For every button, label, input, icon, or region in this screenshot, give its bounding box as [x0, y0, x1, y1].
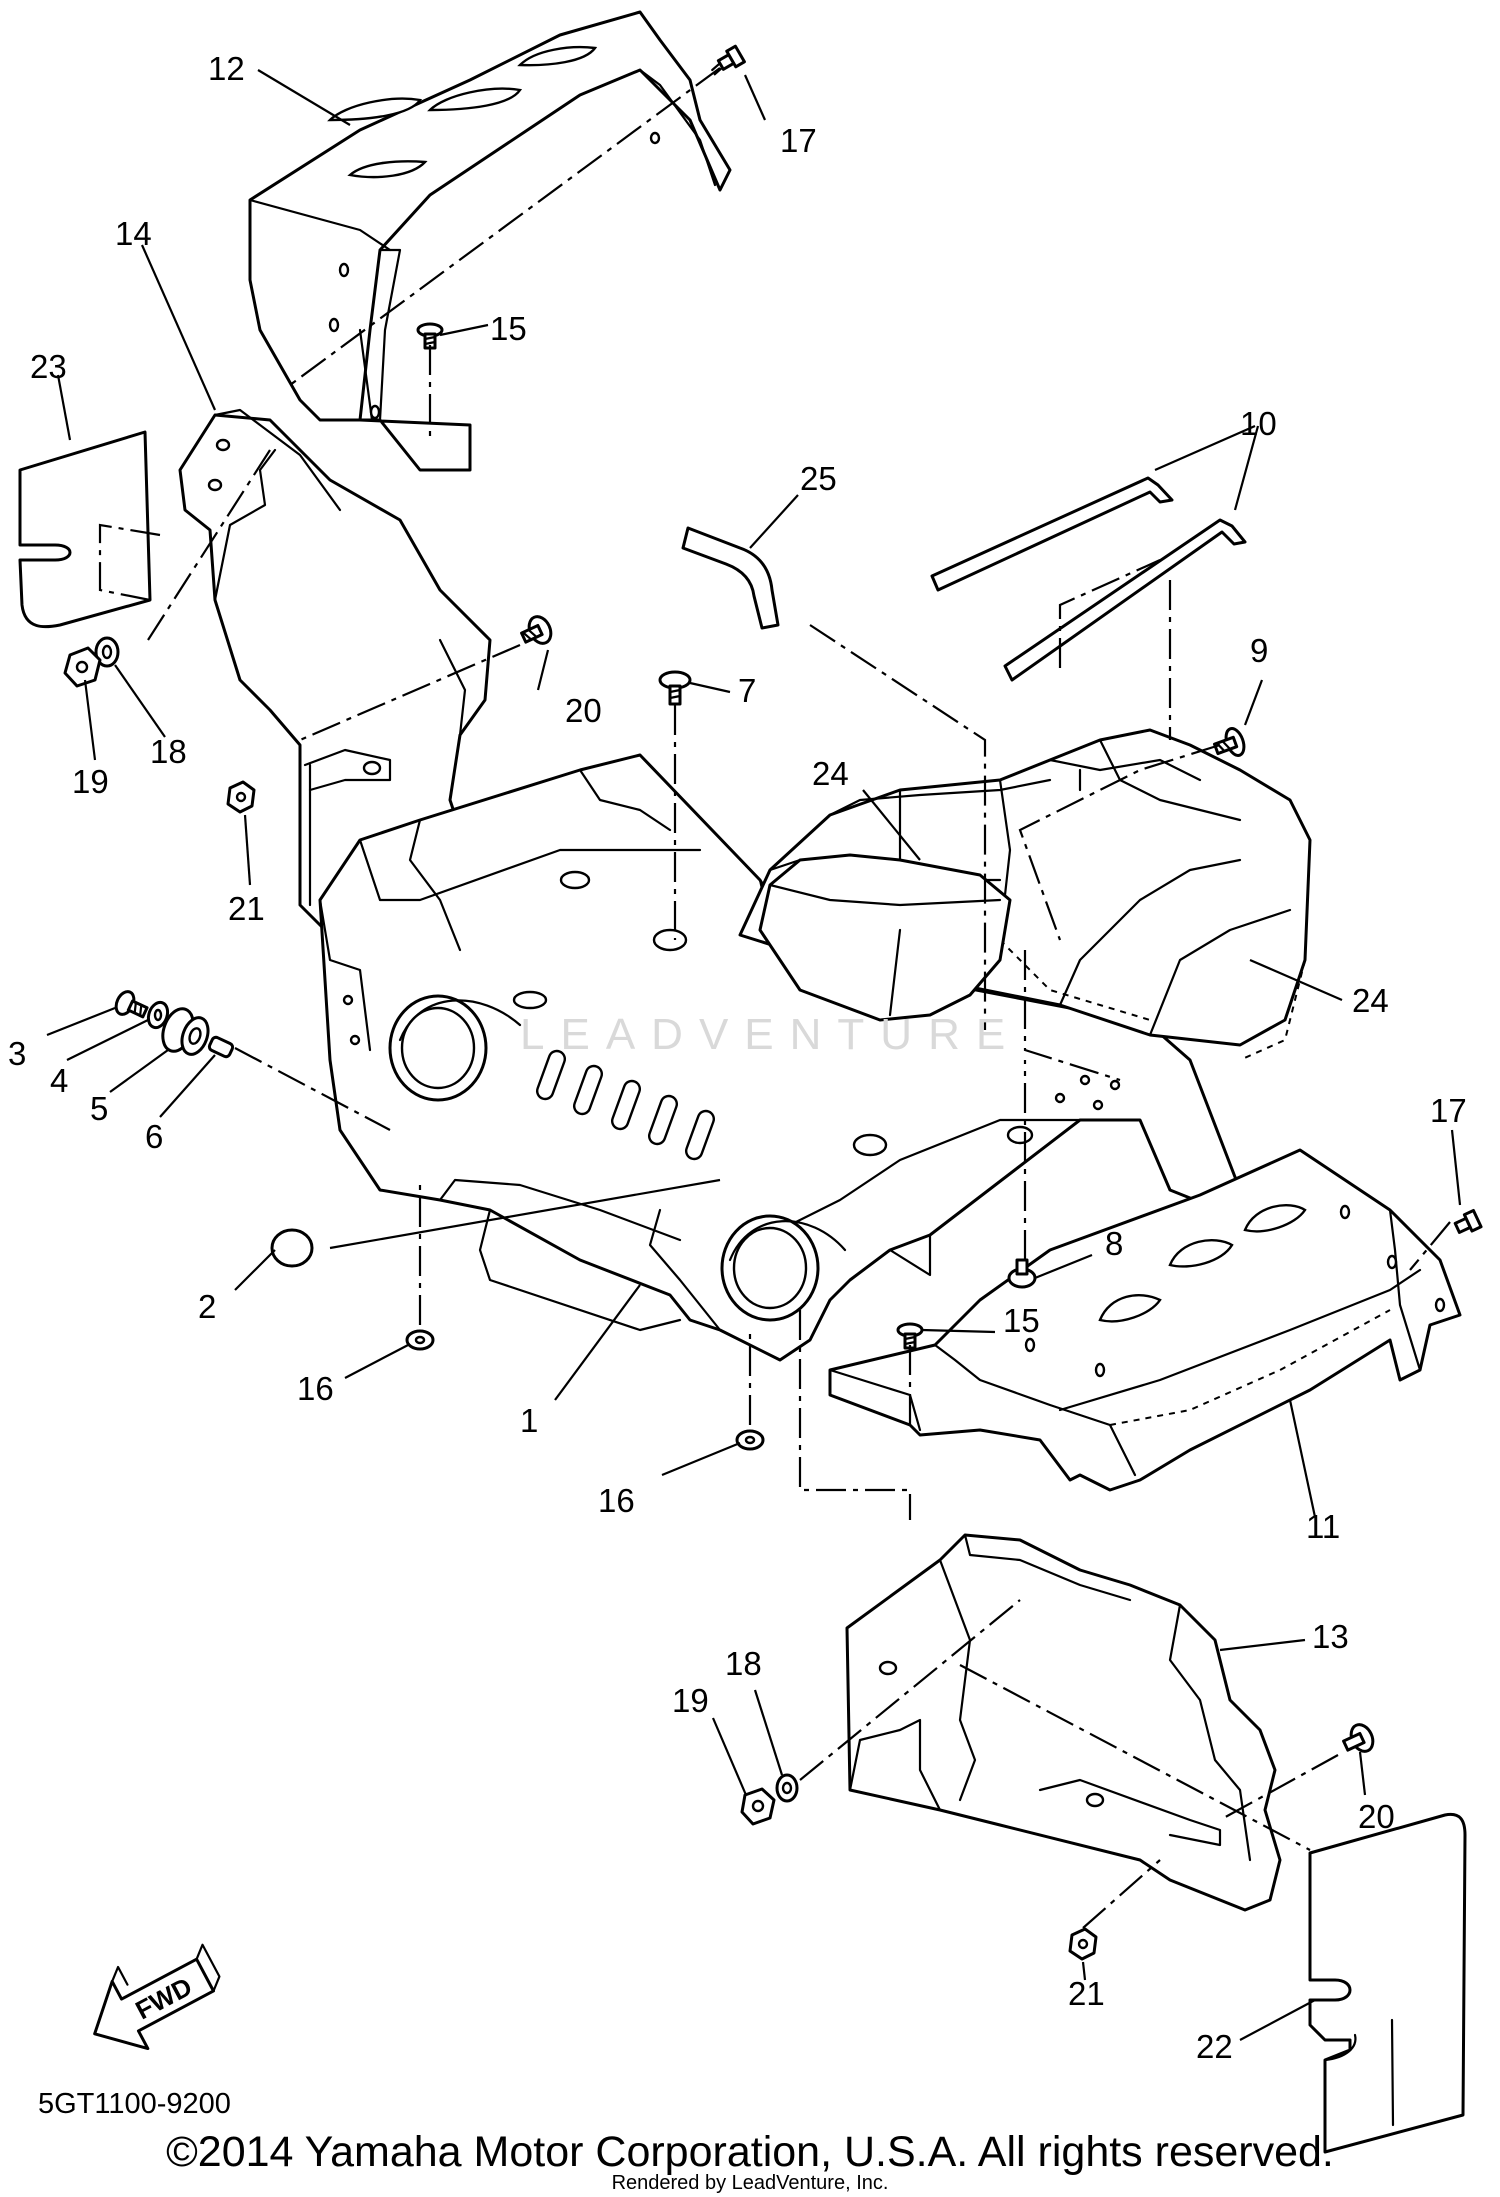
collar-6	[207, 1035, 235, 1059]
callout-16-left: 16	[297, 1370, 334, 1407]
part-23-left-plate	[18, 430, 152, 629]
catalog-number: 5GT1100-9200	[38, 2088, 231, 2120]
bolt-17-lower	[1453, 1208, 1483, 1234]
callout-8: 8	[1105, 1225, 1123, 1262]
part-11-right-fender	[828, 1148, 1462, 1492]
callout-11: 11	[1306, 1508, 1340, 1545]
callout-18-left: 18	[150, 733, 187, 770]
callout-1: 1	[520, 1402, 538, 1439]
callout-22: 22	[1196, 2028, 1233, 2065]
callout-6: 6	[145, 1118, 163, 1155]
cap-2	[270, 1228, 314, 1268]
part-25-strip	[681, 526, 780, 630]
callout-24-upper: 24	[812, 755, 849, 792]
callout-17-lower: 17	[1430, 1092, 1467, 1129]
callout-15-lower: 15	[1003, 1302, 1040, 1339]
rendered-by-text: Rendered by LeadVenture, Inc.	[611, 2172, 889, 2194]
callout-3: 3	[8, 1035, 26, 1072]
callout-18-right: 18	[725, 1645, 762, 1682]
callout-25: 25	[800, 460, 837, 497]
part-12-upper-fender	[248, 10, 732, 472]
callout-9: 9	[1250, 632, 1268, 669]
part-13-right-side-cover	[845, 1533, 1282, 1912]
bolt-17-upper	[711, 44, 746, 76]
callout-19-left: 19	[72, 763, 109, 800]
part-24-seat-cover	[738, 728, 1312, 1061]
callout-21-left: 21	[228, 890, 265, 927]
callout-14: 14	[115, 215, 152, 252]
callout-16-right: 16	[598, 1482, 635, 1519]
callout-20-left: 20	[565, 692, 602, 729]
callout-21-right: 21	[1068, 1975, 1105, 2012]
callout-10: 10	[1240, 405, 1277, 442]
part-10-strips	[930, 476, 1247, 682]
callout-7: 7	[738, 672, 756, 709]
bolt-3	[114, 990, 149, 1019]
bolt-20-right	[1342, 1723, 1375, 1753]
part-22-right-plate	[1308, 1812, 1467, 2154]
callout-labels: 12 17 14 15 23 10 25 7 9 20 18 19 24 21 …	[8, 50, 1467, 2065]
callout-15-upper: 15	[490, 310, 527, 347]
callout-24-right: 24	[1352, 982, 1389, 1019]
watermark-text: LEADVENTURE	[520, 1010, 1022, 1059]
callout-4: 4	[50, 1062, 68, 1099]
bolt-15-lower	[896, 1322, 924, 1350]
assembly-lines	[98, 67, 1451, 1929]
fasteners	[63, 44, 1483, 1961]
callout-13: 13	[1312, 1618, 1349, 1655]
bolt-9	[1212, 727, 1246, 757]
callout-12: 12	[208, 50, 245, 87]
leader-lines	[46, 69, 1462, 2041]
callout-20-right: 20	[1358, 1798, 1395, 1835]
callout-23: 23	[30, 348, 67, 385]
callout-17-upper: 17	[780, 122, 817, 159]
callout-5: 5	[90, 1090, 108, 1127]
callout-19-right: 19	[672, 1682, 709, 1719]
fwd-arrow-icon: FWD	[93, 1943, 221, 2051]
bolt-7	[658, 670, 692, 706]
bolt-20-left	[520, 615, 553, 645]
copyright-text: ©2014 Yamaha Motor Corporation, U.S.A. A…	[166, 2128, 1334, 2176]
bolt-15-upper	[416, 322, 444, 350]
callout-2: 2	[198, 1288, 216, 1325]
grommet-5	[161, 1007, 210, 1056]
